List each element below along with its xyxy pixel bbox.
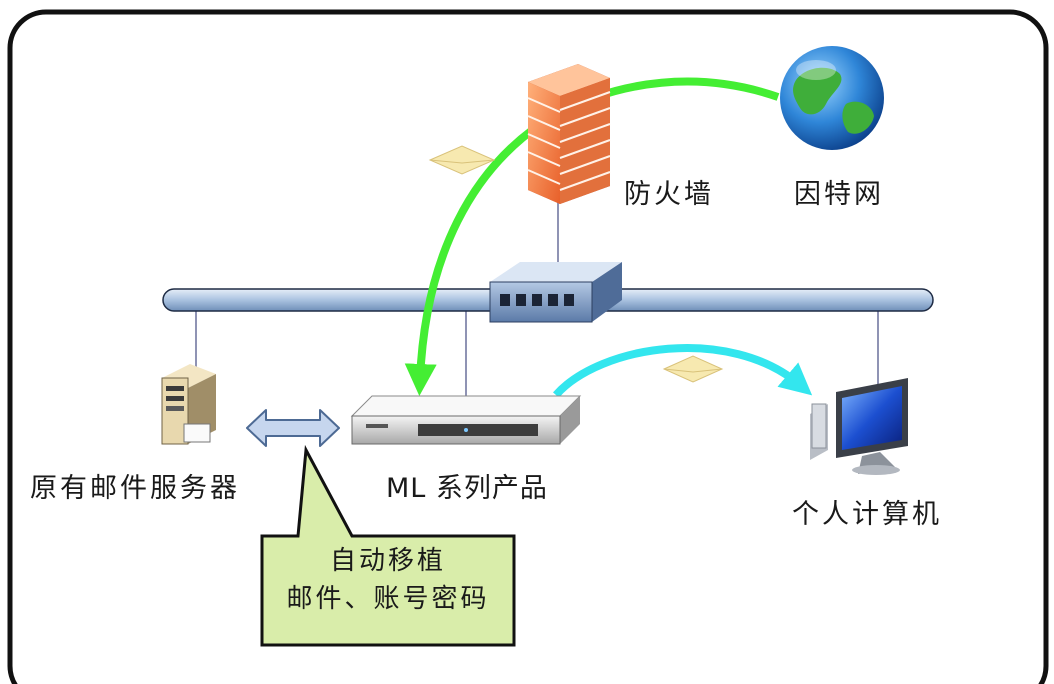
globe-icon: [780, 46, 884, 150]
computer-icon: [810, 378, 908, 475]
network-switch-icon: [489, 262, 622, 323]
server-icon: [161, 364, 216, 445]
callout-line-2: 邮件、账号密码: [286, 584, 490, 614]
pc-flow-arrow: [553, 344, 813, 398]
migration-double-arrow: [246, 409, 340, 447]
connection-lines: [195, 192, 879, 400]
personal-computer-label: 个人计算机: [792, 499, 942, 530]
callout-text: 自动移植 邮件、账号密码: [262, 542, 514, 618]
ml-product-label: ML 系列产品: [386, 473, 548, 504]
callout-box: [260, 444, 516, 647]
firewall-label: 防火墙: [624, 179, 714, 210]
callout-line-1: 自动移植: [329, 546, 446, 576]
diagram-frame: [7, 9, 1049, 684]
rack-appliance-icon: [350, 395, 582, 445]
legacy-mail-server-label: 原有邮件服务器: [30, 473, 240, 504]
internet-label: 因特网: [794, 179, 884, 210]
mail-envelope-icon: [428, 145, 496, 175]
mail-envelope-icon: [662, 355, 724, 383]
firewall-icon: [527, 64, 611, 204]
